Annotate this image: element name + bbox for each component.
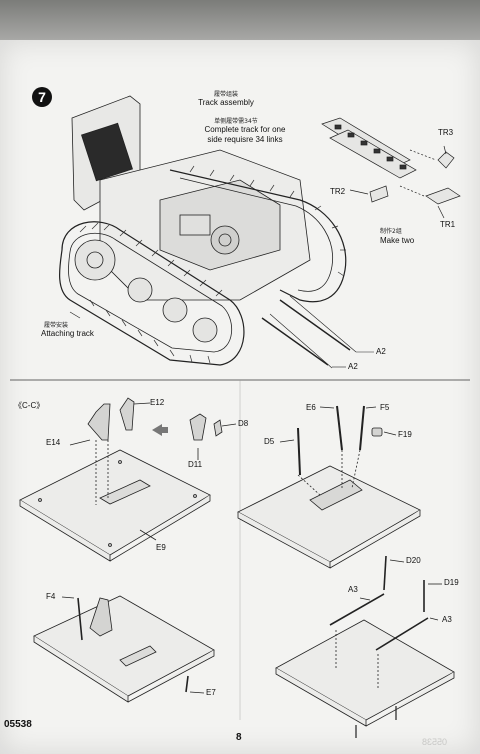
plate-e9-drawing (19, 397, 237, 562)
part-label-d19: D19 (444, 578, 459, 587)
part-label-d5: D5 (264, 437, 275, 446)
part-label-d11: D11 (188, 460, 203, 469)
part-label-a2-lower: A2 (348, 362, 358, 371)
page-number: 8 (236, 732, 242, 743)
arrow-icon (152, 424, 162, 436)
part-label-f19: F19 (398, 430, 412, 439)
kit-number: 05538 (4, 719, 32, 730)
part-label-tr1: TR1 (440, 220, 456, 229)
part-label-e9: E9 (156, 543, 166, 552)
track-note-cn: 单侧履带需34节 (214, 118, 258, 125)
part-label-d20: D20 (406, 556, 421, 565)
part-label-a3-right: A3 (442, 615, 452, 624)
part-label-e14: E14 (46, 438, 61, 447)
part-label-tr3: TR3 (438, 128, 454, 137)
background-surface (0, 0, 480, 40)
make-two-label: Make two (380, 236, 415, 245)
part-label-e7: E7 (206, 688, 216, 697)
chassis-drawing (59, 95, 374, 369)
attaching-track-cn: 履带安装 (44, 322, 69, 329)
attaching-track-label: Attaching track (41, 329, 94, 338)
mirrored-kit-number: 05538 (422, 737, 448, 747)
tr2-part (369, 185, 389, 203)
tr1-part (425, 187, 461, 205)
plate-upper-right-drawing (237, 405, 421, 569)
part-label-a3-left: A3 (348, 585, 358, 594)
track-assembly-title-cn: 履带组装 (213, 91, 238, 98)
plate-lower-right-drawing (275, 555, 455, 738)
part-label-a2-upper: A2 (376, 347, 386, 356)
make-two-cn: 制作2组 (380, 228, 402, 235)
part-label-f5: F5 (380, 403, 390, 412)
section-label: 《C-C》 (14, 401, 45, 410)
part-label-e12: E12 (150, 398, 165, 407)
track-assembly-title: Track assembly (198, 98, 254, 107)
track-link-drawing (321, 117, 461, 219)
radiator-grille (81, 122, 133, 182)
track-note: Complete track for one side requisre 34 … (204, 125, 286, 144)
part-label-f4: F4 (46, 592, 56, 601)
tr3-part (437, 151, 455, 169)
part-label-tr2: TR2 (330, 187, 346, 196)
plate-lower-left-drawing (33, 595, 215, 703)
part-label-d8: D8 (238, 419, 249, 428)
part-label-e6: E6 (306, 403, 316, 412)
step-number-badge: 7 (32, 87, 52, 107)
